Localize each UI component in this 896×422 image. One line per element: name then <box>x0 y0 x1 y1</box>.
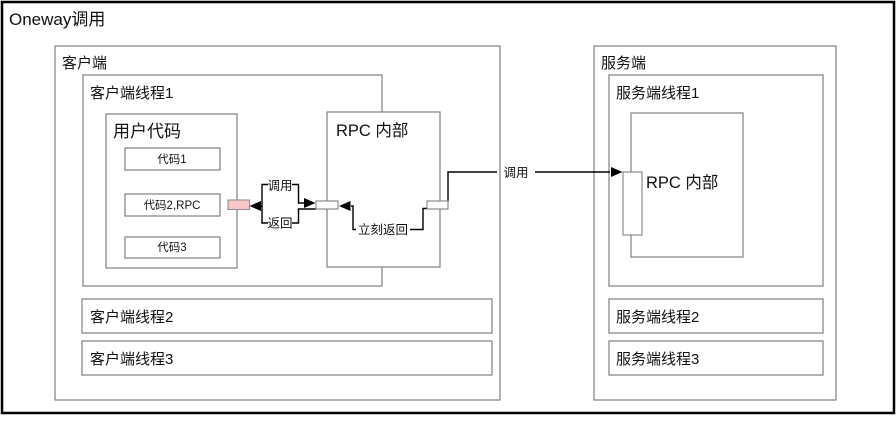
diagram-title: Oneway调用 <box>9 10 105 29</box>
return-connector <box>292 208 316 224</box>
immediate-return-label: 立刻返回 <box>358 222 408 237</box>
server-thread3-box <box>608 340 824 376</box>
client-rpc-internal-label: RPC 内部 <box>336 121 408 140</box>
client-thread3-box <box>81 340 493 376</box>
client-thread2-box <box>81 298 493 334</box>
return-label: 返回 <box>267 217 292 231</box>
code-block-1-box <box>124 147 221 171</box>
client-rpc-left-port <box>315 200 339 210</box>
call-label: 调用 <box>267 179 292 193</box>
client-label: 客户端 <box>62 55 107 72</box>
server-thread2-label: 服务端线程2 <box>616 309 699 326</box>
remote-call-label: 调用 <box>503 166 528 180</box>
server-thread2-box <box>608 298 824 334</box>
immediate-return-arrowhead-icon <box>339 201 351 211</box>
code-block-1-label: 代码1 <box>157 153 186 166</box>
server-rpc-internal-label: RPC 内部 <box>646 173 718 192</box>
client-rpc-right-port <box>426 200 449 210</box>
server-activation-bar <box>622 171 643 236</box>
immediate-return-connector-left <box>351 205 356 231</box>
user-code-label: 用户代码 <box>113 122 181 141</box>
call-connector <box>292 183 304 204</box>
client-thread1-label: 客户端线程1 <box>90 85 173 102</box>
client-thread2-label: 客户端线程2 <box>90 309 173 326</box>
server-rpc-internal-box <box>630 112 744 258</box>
call-return-left-bracket <box>261 183 268 224</box>
client-thread3-label: 客户端线程3 <box>90 351 173 368</box>
immediate-return-connector-right <box>410 207 427 231</box>
server-thread3-label: 服务端线程3 <box>616 351 699 368</box>
client-rpc-internal-box <box>326 111 441 268</box>
code-block-3-box <box>124 236 221 259</box>
server-thread1-label: 服务端线程1 <box>616 85 699 102</box>
server-label: 服务端 <box>601 55 646 72</box>
return-arrowhead-icon <box>249 201 261 211</box>
remote-call-arrowhead-icon <box>611 167 623 177</box>
call-arrowhead-icon <box>304 198 316 208</box>
remote-call-connector-left <box>447 171 497 202</box>
code-block-3-label: 代码3 <box>157 241 186 254</box>
code-block-2-box <box>124 193 221 217</box>
code2-execution-bar <box>227 199 251 211</box>
code-block-2-label: 代码2,RPC <box>144 199 201 212</box>
